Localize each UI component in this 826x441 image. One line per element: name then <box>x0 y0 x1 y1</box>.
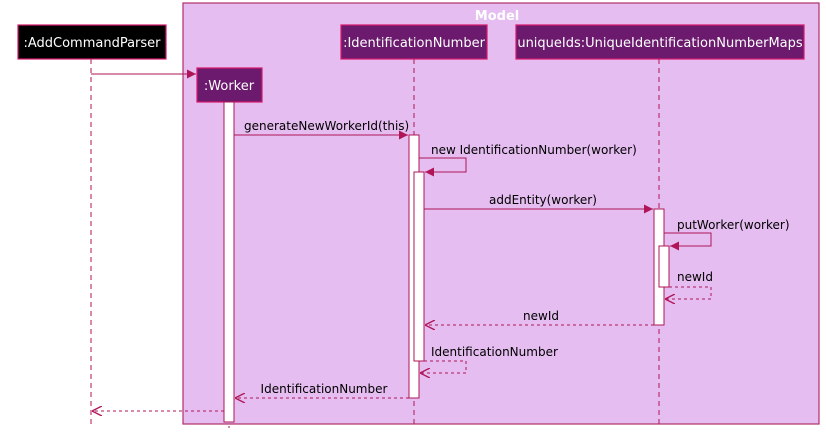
activation-maps-inner <box>658 245 670 288</box>
activation-idnum-inner <box>413 171 425 362</box>
participant-maps-label: uniqueIds:UniqueIdentificationNumberMaps <box>517 36 803 51</box>
messages: generateNewWorkerId(this) new Identifica… <box>91 69 790 411</box>
participant-idnum-label: :IdentificationNumber <box>343 36 485 51</box>
model-frame-box <box>182 2 820 425</box>
participant-worker-label: :Worker <box>204 79 255 94</box>
message-put-worker-label: putWorker(worker) <box>677 218 790 232</box>
model-frame-title: Model <box>475 9 519 24</box>
participant-parser-label: :AddCommandParser <box>23 36 161 51</box>
model-frame: Model <box>182 2 820 425</box>
participant-maps: uniqueIds:UniqueIdentificationNumberMaps <box>515 24 805 60</box>
message-ret-idnum-label: IdentificationNumber <box>261 382 388 396</box>
message-generate-label: generateNewWorkerId(this) <box>244 119 409 133</box>
participant-parser-box <box>17 24 167 60</box>
participant-maps-box <box>515 24 805 60</box>
message-add-entity-label: addEntity(worker) <box>489 193 597 207</box>
message-put-worker <box>664 232 712 251</box>
activation-worker <box>223 101 235 423</box>
message-ret-newid-self-label: newId <box>677 270 713 284</box>
message-ret-idnum-self <box>420 360 467 373</box>
participant-idnum: :IdentificationNumber <box>340 24 488 60</box>
participant-worker: :Worker <box>196 67 263 103</box>
message-new-id <box>419 157 467 177</box>
activations <box>223 101 670 423</box>
message-new-id-label: new IdentificationNumber(worker) <box>431 143 637 157</box>
participant-worker-box <box>196 67 263 103</box>
message-ret-idnum-self-label: IdentificationNumber <box>431 345 558 359</box>
message-ret-newid-label: newId <box>523 309 559 323</box>
participant-parser: :AddCommandParser <box>17 24 167 60</box>
message-ret-newid-self <box>665 286 712 299</box>
participant-idnum-box <box>340 24 488 60</box>
